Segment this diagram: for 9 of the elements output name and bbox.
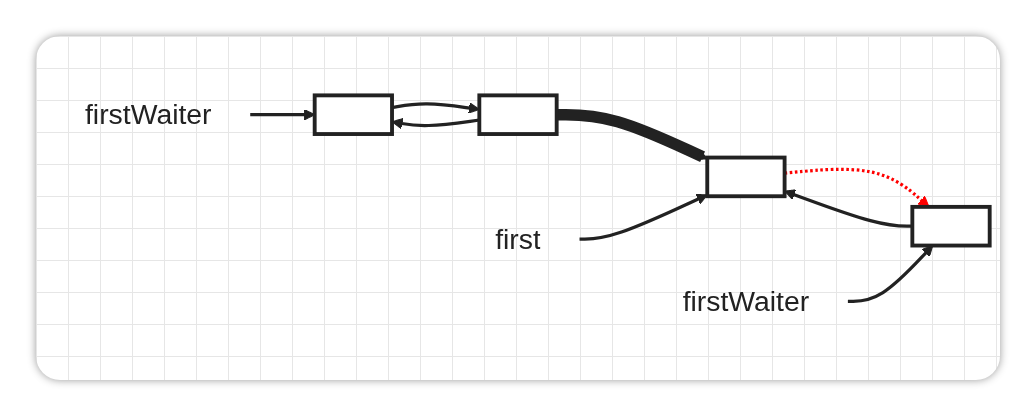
arrow	[847, 245, 934, 303]
node-box	[705, 155, 787, 199]
node-text: first	[495, 222, 541, 256]
node-box	[477, 93, 559, 136]
arrow	[579, 193, 708, 241]
node-text: firstWaiter	[682, 285, 810, 318]
node-box	[312, 93, 394, 136]
node-text: firstWaiter	[84, 98, 212, 131]
node-box	[910, 204, 992, 248]
